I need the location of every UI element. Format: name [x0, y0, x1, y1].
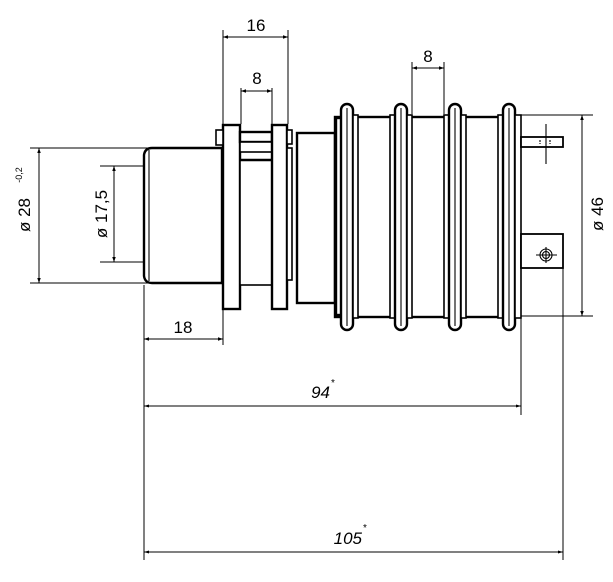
extension-lines	[30, 30, 593, 560]
dim-bore-diameter: ø 17,5	[92, 166, 116, 262]
slip-ring-2	[389, 102, 413, 332]
slip-ring-1	[334, 102, 359, 332]
slip-ring-4	[497, 102, 522, 332]
dim-ring-pitch-label: 8	[423, 47, 432, 66]
dim-shaft-diameter-tolerance: -0,2	[14, 167, 24, 183]
dim-bore-diameter-label: ø 17,5	[92, 190, 111, 238]
dim-shaft-diameter: ø 28 -0,2	[14, 148, 41, 283]
dim-overall-length-label: 105	[334, 529, 363, 548]
dim-overall-length-mark: *	[363, 523, 367, 534]
dim-body-length-label: 94	[311, 383, 330, 402]
flange-spacer	[215, 129, 274, 286]
dim-overall-length: 105 *	[144, 523, 563, 554]
ring-body	[333, 115, 522, 319]
dim-shaft-diameter-label: ø 28	[15, 198, 34, 232]
dim-flange-gap: 8	[241, 69, 272, 93]
flange-left	[221, 123, 242, 311]
dim-body-diameter: ø 46	[580, 115, 607, 316]
flange-right	[270, 123, 293, 311]
dim-flange-span: 16	[223, 16, 288, 39]
dim-flange-gap-label: 8	[252, 69, 261, 88]
shaft	[142, 146, 224, 285]
lug-terminal	[520, 233, 564, 269]
dim-ring-pitch: 8	[412, 47, 444, 70]
dim-flange-span-label: 16	[247, 16, 266, 35]
insulator-hub	[295, 131, 337, 305]
dim-body-length: 94 *	[144, 378, 521, 408]
dim-body-length-mark: *	[331, 378, 335, 389]
dim-body-diameter-label: ø 46	[588, 197, 607, 231]
dim-shaft-length-label: 18	[174, 318, 193, 337]
slip-ring-3	[443, 102, 467, 332]
pin-terminal	[520, 124, 564, 164]
dim-shaft-length: 18	[144, 318, 223, 341]
